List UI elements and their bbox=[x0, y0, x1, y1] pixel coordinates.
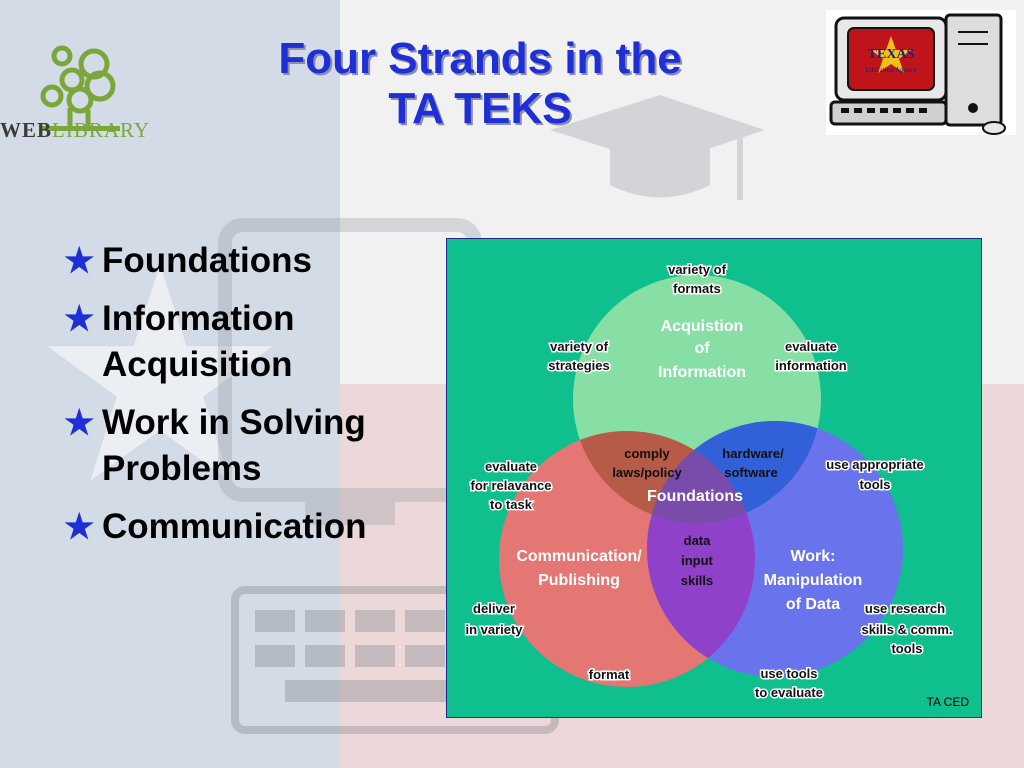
title-line-1: Four Strands in the bbox=[278, 34, 682, 83]
bullet-work-solving-problems: ★ Work in Solving Problems bbox=[64, 400, 444, 492]
title-line-2: TA TEKS bbox=[388, 84, 572, 133]
bullet-text: Information bbox=[102, 299, 295, 338]
outer-left-lower-2: in variety bbox=[465, 622, 523, 637]
acquisition-label-2: of bbox=[694, 340, 710, 357]
star-bullet-icon: ★ bbox=[64, 242, 95, 280]
outer-top-left-1: variety of bbox=[550, 339, 608, 354]
logo-library-text: LIBRARY bbox=[52, 118, 151, 142]
star-bullet-icon: ★ bbox=[64, 508, 95, 546]
outer-bottom-right-1: use tools bbox=[760, 666, 817, 681]
outer-right-lower-2: skills & comm. bbox=[861, 622, 952, 637]
bullet-text: Problems bbox=[102, 449, 262, 488]
outer-top-left-2: strategies bbox=[548, 358, 609, 373]
background-star-icon bbox=[47, 264, 273, 481]
outer-left-upper-3: to task bbox=[490, 497, 533, 512]
outer-right-upper-1: use appropriate bbox=[826, 457, 924, 472]
bullet-text: Work in Solving bbox=[102, 403, 366, 442]
texas-computer-clipart-icon: TEXAS Education Agency bbox=[826, 10, 1016, 135]
outer-right-lower-3: tools bbox=[891, 641, 922, 656]
star-bullet-icon: ★ bbox=[64, 404, 95, 442]
overlap-top-left-1: comply bbox=[624, 446, 670, 461]
logo-web-text: WEB bbox=[0, 118, 53, 142]
bullet-communication: ★ Communication bbox=[64, 504, 444, 550]
outer-left-upper-2: for relavance bbox=[471, 478, 552, 493]
communication-label-2: Publishing bbox=[538, 572, 620, 589]
venn-diagram: Acquistion of Information Communication/… bbox=[446, 238, 982, 718]
acquisition-label-1: Acquistion bbox=[661, 318, 744, 335]
outer-bottom-right-2: to evaluate bbox=[755, 685, 823, 700]
overlap-left-right-1: data bbox=[684, 533, 712, 548]
work-label-1: Work: bbox=[790, 548, 835, 565]
communication-label-1: Communication/ bbox=[516, 548, 642, 565]
bullet-foundations: ★ Foundations bbox=[64, 238, 444, 284]
outer-left-lower-1: deliver bbox=[473, 601, 515, 616]
weblibrary-logo-text: WEBLIBRARY bbox=[0, 118, 150, 143]
foundations-label: Foundations bbox=[647, 488, 743, 505]
slide-title: Four Strands in the TA TEKS bbox=[215, 34, 745, 134]
acquisition-label-3: Information bbox=[658, 364, 746, 381]
outer-top-right-1: evaluate bbox=[785, 339, 837, 354]
outer-right-lower-1: use research bbox=[865, 601, 945, 616]
work-label-3: of Data bbox=[786, 596, 840, 613]
outer-top-right-2: information bbox=[775, 358, 847, 373]
outer-top-1: variety of bbox=[668, 262, 726, 277]
bullet-text: Foundations bbox=[102, 241, 312, 280]
venn-diagram-svg: Acquistion of Information Communication/… bbox=[464, 261, 954, 702]
overlap-left-right-3: skills bbox=[681, 573, 714, 588]
overlap-left-right-2: input bbox=[681, 553, 713, 568]
bullet-text: Acquisition bbox=[102, 345, 293, 384]
overlap-top-left-2: laws/policy bbox=[612, 465, 682, 480]
clipart-agency-text: Education Agency bbox=[865, 66, 917, 74]
outer-right-upper-2: tools bbox=[859, 477, 890, 492]
overlap-top-right-2: software bbox=[724, 465, 777, 480]
outer-bottom-left: format bbox=[589, 667, 630, 682]
overlap-top-right-1: hardware/ bbox=[722, 446, 784, 461]
background-graduation-cap-icon bbox=[550, 95, 765, 200]
bullet-text: Communication bbox=[102, 507, 367, 546]
outer-top-2: formats bbox=[673, 281, 721, 296]
outer-left-upper-1: evaluate bbox=[485, 459, 537, 474]
clipart-texas-text: TEXAS bbox=[868, 47, 915, 62]
strand-bullet-list: ★ Foundations ★ Information Acquisition … bbox=[64, 238, 444, 562]
weblibrary-tree-logo-icon bbox=[40, 45, 120, 131]
work-label-2: Manipulation bbox=[764, 572, 863, 589]
bullet-information-acquisition: ★ Information Acquisition bbox=[64, 296, 444, 388]
overlap-center bbox=[647, 431, 755, 523]
diagram-credit: TA CED bbox=[926, 695, 969, 709]
star-bullet-icon: ★ bbox=[64, 300, 95, 338]
